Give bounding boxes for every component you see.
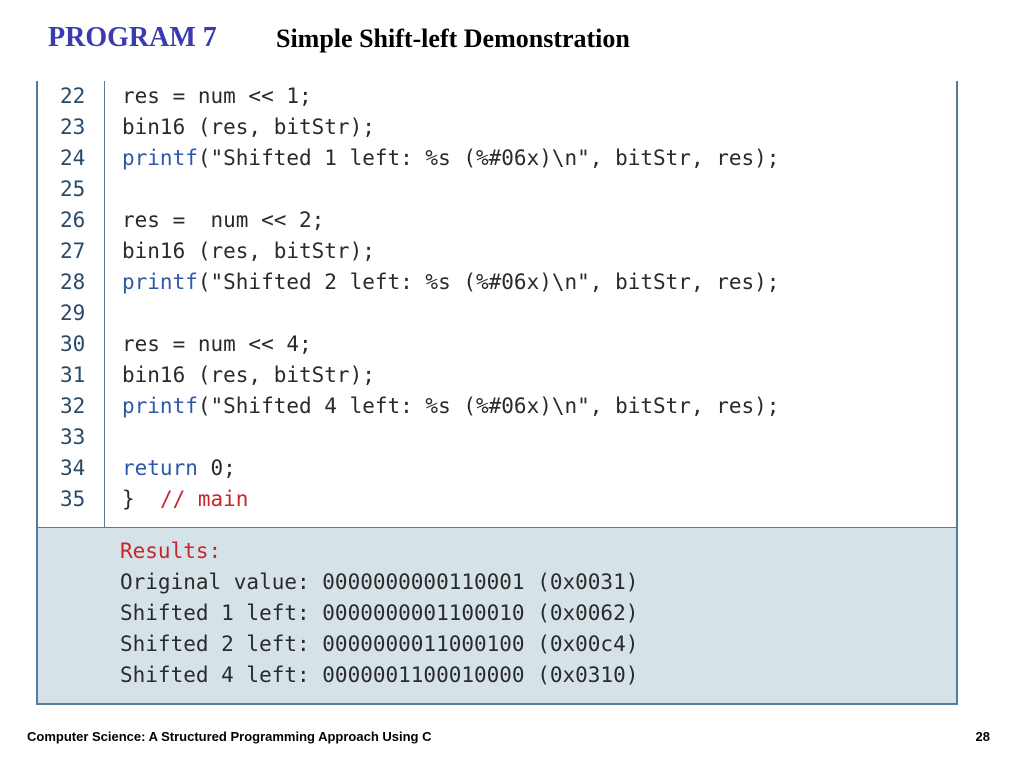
- code-pre: bin16 (res, bitStr);: [122, 115, 375, 139]
- code-function: printf: [122, 146, 198, 170]
- result-line: Original value: 0000000000110001 (0x0031…: [120, 570, 639, 594]
- code-line: res = num << 4;: [122, 329, 312, 360]
- footer-book-title: Computer Science: A Structured Programmi…: [27, 729, 432, 744]
- line-number: 22: [60, 84, 86, 108]
- code-function: printf: [122, 394, 198, 418]
- code-line: printf("Shifted 1 left: %s (%#06x)\n", b…: [122, 143, 779, 174]
- line-number: 24: [60, 146, 86, 170]
- line-number: 34: [60, 456, 86, 480]
- code-post: ("Shifted 4 left: %s (%#06x)\n", bitStr,…: [197, 394, 780, 418]
- result-line: Shifted 1 left: 0000000001100010 (0x0062…: [120, 601, 639, 625]
- line-number: 31: [60, 363, 86, 387]
- line-number: 23: [60, 115, 86, 139]
- code-pre: res = num << 4;: [122, 332, 312, 356]
- line-number: 27: [60, 239, 86, 263]
- code-line: bin16 (res, bitStr);: [122, 360, 375, 391]
- line-number: 30: [60, 332, 86, 356]
- line-number: 32: [60, 394, 86, 418]
- line-number: 26: [60, 208, 86, 232]
- code-line: return 0;: [122, 453, 236, 484]
- line-number: 29: [60, 301, 86, 325]
- code-pre: }: [122, 487, 160, 511]
- code-function: printf: [122, 270, 198, 294]
- code-line: printf("Shifted 2 left: %s (%#06x)\n", b…: [122, 267, 779, 298]
- program-label: PROGRAM 7: [48, 22, 217, 53]
- code-pre: res = num << 2;: [122, 208, 325, 232]
- code-comment: // main: [159, 487, 249, 511]
- result-line: Shifted 4 left: 0000001100010000 (0x0310…: [120, 663, 639, 687]
- code-line: } // main: [122, 484, 248, 515]
- code-post: ("Shifted 1 left: %s (%#06x)\n", bitStr,…: [197, 146, 780, 170]
- code-line: printf("Shifted 4 left: %s (%#06x)\n", b…: [122, 391, 779, 422]
- line-number: 33: [60, 425, 86, 449]
- code-post: 0;: [197, 456, 236, 480]
- slide-title: Simple Shift-left Demonstration: [276, 24, 630, 53]
- results-heading: Results:: [120, 539, 222, 563]
- code-pre: bin16 (res, bitStr);: [122, 363, 375, 387]
- code-pre: bin16 (res, bitStr);: [122, 239, 375, 263]
- code-line: res = num << 2;: [122, 205, 324, 236]
- code-line: bin16 (res, bitStr);: [122, 236, 375, 267]
- page-number: 28: [975, 729, 990, 744]
- line-number: 28: [60, 270, 86, 294]
- gutter-divider: [104, 81, 105, 527]
- result-line: Shifted 2 left: 0000000011000100 (0x00c4…: [120, 632, 639, 656]
- results-panel: Results: Original value: 000000000011000…: [36, 528, 958, 705]
- code-line: bin16 (res, bitStr);: [122, 112, 375, 143]
- code-line: res = num << 1;: [122, 81, 312, 112]
- line-number: 35: [60, 487, 86, 511]
- code-post: ("Shifted 2 left: %s (%#06x)\n", bitStr,…: [197, 270, 780, 294]
- code-pre: res = num << 1;: [122, 84, 312, 108]
- code-listing: 22 res = num << 1; 23 bin16 (res, bitStr…: [36, 81, 958, 529]
- line-number: 25: [60, 177, 86, 201]
- code-keyword: return: [122, 456, 198, 480]
